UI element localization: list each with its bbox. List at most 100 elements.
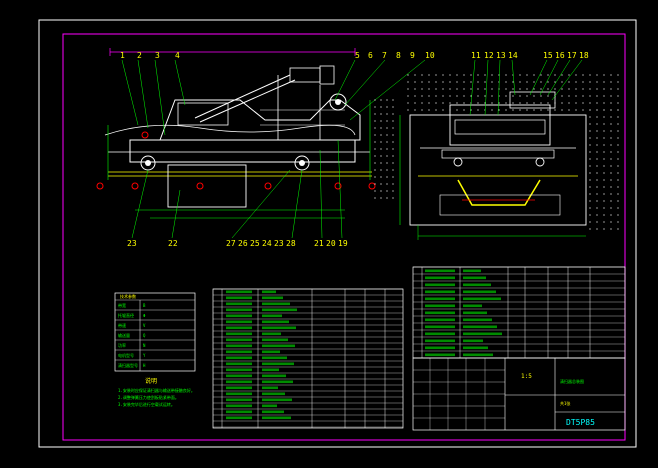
- bom-desc-mark: [463, 318, 492, 322]
- grid-dot: [456, 81, 458, 83]
- grid-dot: [547, 109, 549, 111]
- tech-row-label: 清扫器型号: [118, 362, 138, 368]
- grid-dot: [603, 179, 605, 181]
- grid-dot: [512, 81, 514, 83]
- grid-dot: [582, 109, 584, 111]
- grid-dot: [582, 88, 584, 90]
- grid-dot: [374, 176, 376, 178]
- grid-dot: [540, 95, 542, 97]
- grid-dot: [596, 214, 598, 216]
- bom-desc-mark: [262, 398, 292, 402]
- callout-label: 17: [567, 51, 577, 60]
- grid-dot: [477, 74, 479, 76]
- tech-table-title: 技术参数: [120, 293, 136, 299]
- grid-dot: [603, 144, 605, 146]
- grid-dot: [603, 165, 605, 167]
- grid-dot: [596, 123, 598, 125]
- grid-dot: [596, 228, 598, 230]
- callout-label: 20: [326, 239, 336, 248]
- grid-dot: [392, 190, 394, 192]
- bom-code-mark: [226, 338, 252, 342]
- grid-dot: [435, 81, 437, 83]
- grid-dot: [610, 144, 612, 146]
- grid-dot: [547, 81, 549, 83]
- grid-dot: [617, 116, 619, 118]
- bom-desc-mark: [262, 290, 276, 294]
- grid-dot: [414, 102, 416, 104]
- bom-desc-mark: [262, 314, 282, 318]
- notes-title: 说明: [145, 377, 157, 385]
- grid-dot: [533, 102, 535, 104]
- grid-dot: [392, 106, 394, 108]
- grid-dot: [589, 88, 591, 90]
- grid-dot: [617, 95, 619, 97]
- grid-dot: [547, 74, 549, 76]
- dot-grid: [374, 74, 619, 230]
- grid-dot: [589, 207, 591, 209]
- grid-dot: [568, 88, 570, 90]
- grid-dot: [421, 74, 423, 76]
- grid-dot: [568, 102, 570, 104]
- grid-dot: [392, 169, 394, 171]
- grid-dot: [512, 102, 514, 104]
- callout-label: 21: [314, 239, 324, 248]
- bom-code-mark: [226, 398, 252, 402]
- grid-dot: [463, 81, 465, 83]
- grid-dot: [561, 109, 563, 111]
- grid-dot: [603, 228, 605, 230]
- tech-row-label: 带宽: [118, 302, 126, 308]
- grid-dot: [386, 183, 388, 185]
- grid-dot: [589, 158, 591, 160]
- grid-dot: [610, 109, 612, 111]
- grid-dot: [392, 141, 394, 143]
- grid-dot: [386, 120, 388, 122]
- grid-dot: [392, 120, 394, 122]
- grid-dot: [463, 102, 465, 104]
- bom-desc-mark: [262, 326, 296, 330]
- grid-dot: [561, 81, 563, 83]
- callout-label: 19: [338, 239, 348, 248]
- callout-label: 5: [355, 51, 360, 60]
- grid-dot: [421, 88, 423, 90]
- bom-desc-mark: [262, 320, 289, 324]
- grid-dot: [547, 88, 549, 90]
- grid-dot: [407, 88, 409, 90]
- grid-dot: [491, 102, 493, 104]
- bom-desc-mark: [463, 304, 482, 308]
- grid-dot: [449, 74, 451, 76]
- grid-dot: [575, 102, 577, 104]
- grid-dot: [610, 228, 612, 230]
- bom-desc-mark: [262, 308, 297, 312]
- bom-desc-mark: [463, 290, 496, 294]
- tech-row-value: V: [143, 323, 146, 328]
- grid-dot: [421, 81, 423, 83]
- grid-dot: [610, 88, 612, 90]
- bom-desc-mark: [262, 404, 277, 408]
- callout-label: 25: [250, 239, 260, 248]
- grid-dot: [596, 207, 598, 209]
- grid-dot: [603, 221, 605, 223]
- grid-dot: [617, 88, 619, 90]
- grid-dot: [477, 95, 479, 97]
- grid-dot: [617, 144, 619, 146]
- grid-dot: [596, 172, 598, 174]
- grid-dot: [589, 172, 591, 174]
- grid-dot: [463, 95, 465, 97]
- grid-dot: [386, 106, 388, 108]
- grid-dot: [575, 88, 577, 90]
- grid-dot: [374, 134, 376, 136]
- grid-dot: [456, 88, 458, 90]
- grid-dot: [596, 116, 598, 118]
- bom-code-mark: [226, 326, 252, 330]
- grid-dot: [428, 81, 430, 83]
- grid-dot: [484, 102, 486, 104]
- grid-dot: [526, 109, 528, 111]
- callout-label: 23: [127, 239, 137, 248]
- grid-dot: [610, 200, 612, 202]
- grid-dot: [380, 176, 382, 178]
- grid-dot: [540, 74, 542, 76]
- note-line-2: 2.调整弹簧压力使刮板贴紧带面。: [118, 394, 179, 400]
- grid-dot: [380, 106, 382, 108]
- grid-dot: [603, 207, 605, 209]
